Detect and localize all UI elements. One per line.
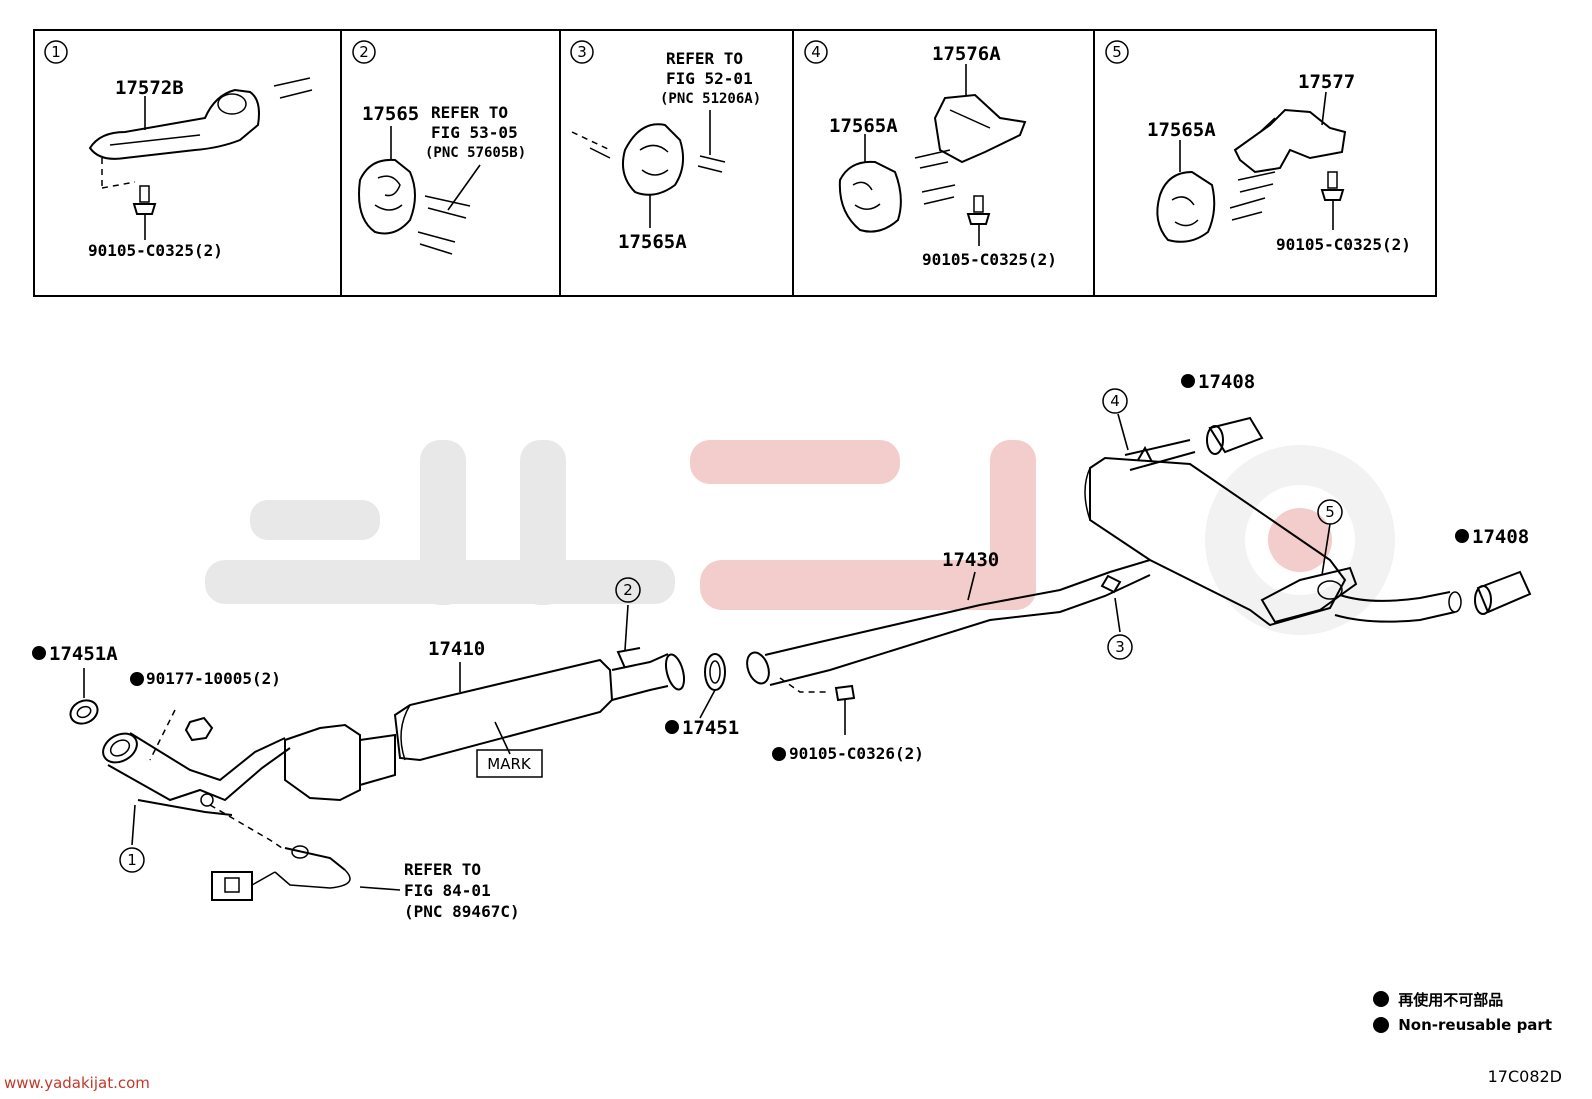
bolt-icon [132, 185, 157, 240]
svg-text:2: 2 [359, 43, 369, 61]
refer-line-3: (PNC 57605B) [425, 145, 526, 161]
rubber-hanger-17565a-drawing [571, 123, 726, 196]
legend: 再使用不可部品 Non-reusable part [1373, 986, 1552, 1038]
part-17565a-label: 17565A [829, 115, 898, 137]
legend-row-jp: 再使用不可部品 [1373, 986, 1552, 1012]
part-17577-label: 17577 [1298, 71, 1355, 93]
part-17408-right-label: 17408 [1472, 526, 1529, 548]
refer-line-2: FIG 53-05 [431, 123, 518, 142]
refer-84-line-3: (PNC 89467C) [404, 902, 520, 921]
rubber-hanger-17565a-drawing-4 [838, 160, 902, 233]
svg-text:1: 1 [127, 851, 137, 869]
svg-text:5: 5 [1112, 43, 1122, 61]
gasket-17451a-icon [69, 668, 99, 725]
callout-2: 2 [615, 577, 641, 603]
front-pipe-17410-drawing [102, 647, 686, 816]
bolt-icon [1320, 171, 1345, 230]
part-17451a-label: 17451A [49, 643, 118, 665]
callout-3: 3 [1107, 634, 1133, 660]
legend-jp-text: 再使用不可部品 [1398, 990, 1504, 1009]
legend-row-en: Non-reusable part [1373, 1012, 1552, 1038]
oxygen-sensor-drawing [209, 804, 401, 901]
svg-text:4: 4 [1110, 392, 1120, 410]
site-url-watermark: www.yadakijat.com [4, 1074, 150, 1092]
center-pipe-17430-drawing [746, 559, 1151, 693]
svg-text:MARK: MARK [487, 755, 532, 773]
rubber-hanger-17565-drawing [358, 158, 471, 255]
muffler-drawing [1084, 439, 1462, 627]
callout-4: 4 [1102, 388, 1128, 414]
bullet-icon [1373, 991, 1390, 1007]
inset-2: 2 17565 REFER TO FIG 53-05 (PNC 57605B) [352, 40, 526, 255]
nut-90177-label: 90177-10005(2) [146, 669, 281, 688]
refer-84-line-2: FIG 84-01 [404, 881, 491, 900]
inset-number-5: 5 [1105, 40, 1129, 64]
svg-text:5: 5 [1325, 503, 1335, 521]
inset-frame [33, 29, 1437, 297]
svg-text:1: 1 [51, 43, 61, 61]
inset-1: 1 17572B 90105-C0325(2) [44, 40, 313, 260]
non-reusable-marks [32, 374, 1469, 761]
svg-text:3: 3 [577, 43, 587, 61]
bolt-icon [966, 195, 991, 246]
part-17408-top-label: 17408 [1198, 371, 1255, 393]
tail-pipe-17408-right-icon [1474, 570, 1532, 615]
bolt-90105-c0326-icon [834, 684, 856, 735]
bolt-90105-c0326-label: 90105-C0326(2) [789, 744, 924, 763]
part-17451-label: 17451 [682, 717, 739, 739]
part-17565-label: 17565 [362, 103, 419, 125]
bullet-icon [1373, 1017, 1390, 1033]
bolt-90105-c0325-label: 90105-C0325(2) [922, 250, 1057, 269]
bracket-17577-drawing [1233, 108, 1347, 174]
svg-text:4: 4 [811, 43, 821, 61]
bolt-90105-c0325-label: 90105-C0325(2) [1276, 235, 1411, 254]
mark-box: MARK [476, 749, 543, 778]
main-leaders [131, 413, 1331, 846]
part-17430-label: 17430 [942, 549, 999, 571]
bolt-90105-c0325-label: 90105-C0325(2) [88, 241, 223, 260]
inset-5: 5 17577 17565A 90105-C0325(2) [1105, 40, 1411, 254]
bracket-17572b-drawing [88, 77, 313, 189]
refer-84-line-1: REFER TO [404, 860, 481, 879]
tail-pipe-17408-top-icon [1206, 416, 1264, 455]
refer-line-1: REFER TO [666, 49, 743, 68]
part-17576a-label: 17576A [932, 43, 1001, 65]
bracket-17576a-drawing [914, 93, 1027, 169]
svg-text:2: 2 [623, 581, 633, 599]
watermark [205, 440, 1395, 635]
figure-code: 17C082D [1487, 1067, 1562, 1086]
inset-3: 3 17565A REFER TO FIG 52-01 (PNC 51206A) [570, 40, 761, 253]
inset-number-2: 2 [352, 40, 376, 64]
refer-line-2: FIG 52-01 [666, 69, 753, 88]
part-17572b-label: 17572B [115, 77, 184, 99]
refer-line-3: (PNC 51206A) [660, 91, 761, 107]
callout-5: 5 [1317, 499, 1343, 525]
part-17410-label: 17410 [428, 638, 485, 660]
legend-en-text: Non-reusable part [1398, 1016, 1552, 1034]
callout-1: 1 [119, 847, 145, 873]
gasket-17451-icon [699, 653, 726, 719]
part-17565a-label: 17565A [618, 231, 687, 253]
svg-text:3: 3 [1115, 638, 1125, 656]
rubber-hanger-17565a-drawing-5 [1156, 170, 1216, 243]
inset-4: 4 17576A 17565A 90105-C0325(2) [804, 40, 1057, 269]
inset-number-4: 4 [804, 40, 828, 64]
nut-90177-icon [149, 709, 214, 761]
inset-number-1: 1 [44, 40, 68, 64]
inset-number-3: 3 [570, 40, 594, 64]
part-17565a-label: 17565A [1147, 119, 1216, 141]
refer-line-1: REFER TO [431, 103, 508, 122]
